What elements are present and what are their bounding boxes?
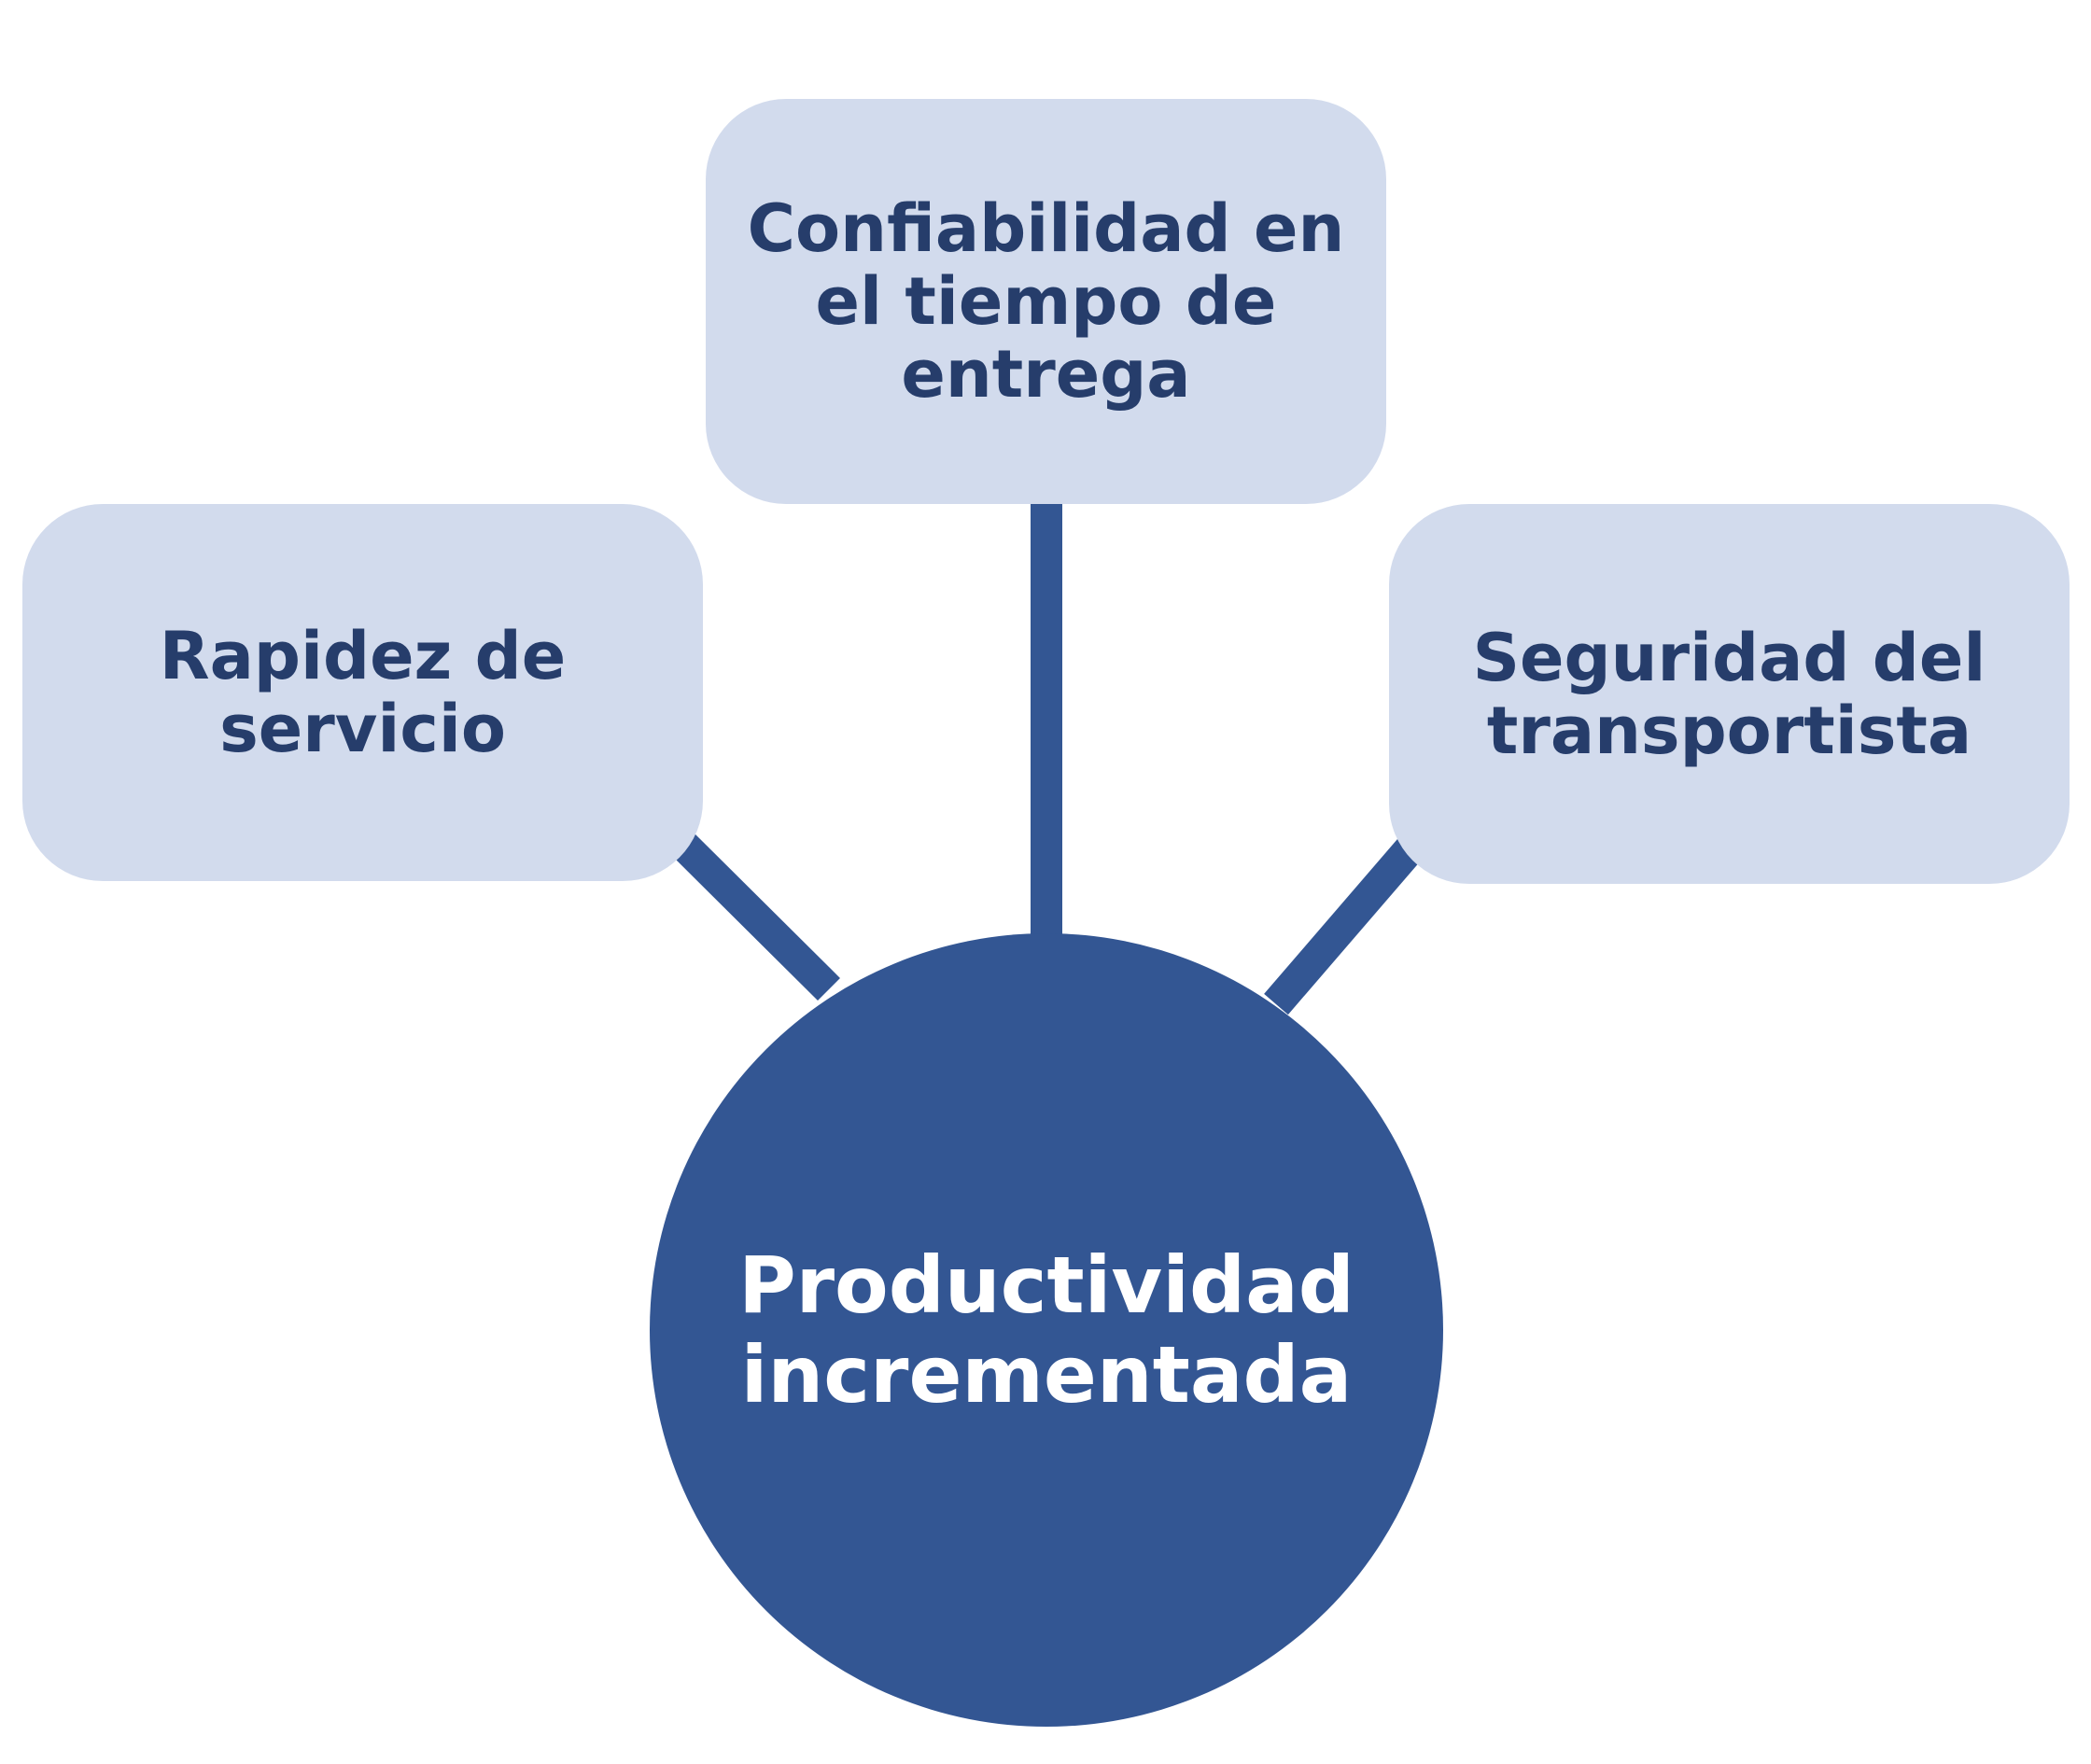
node-seguridad-label: Seguridad del transportista	[1473, 622, 1986, 767]
node-rapidez-label: Rapidez de servicio	[160, 620, 567, 765]
node-confiabilidad-line-1: Confiabilidad en	[747, 190, 1345, 267]
node-rapidez: Rapidez de servicio	[22, 504, 703, 881]
center-node-productividad: Productividad incrementada	[650, 933, 1443, 1727]
node-confiabilidad-line-3: entrega	[901, 336, 1191, 413]
center-node-line-2: incrementada	[740, 1329, 1353, 1421]
node-confiabilidad-line-2: el tiempo de	[815, 263, 1277, 340]
node-confiabilidad-label: Confiabilidad en el tiempo de entrega	[748, 192, 1345, 411]
node-rapidez-line-2: servicio	[219, 691, 506, 767]
node-confiabilidad: Confiabilidad en el tiempo de entrega	[706, 99, 1386, 504]
connector-left	[672, 833, 840, 1001]
node-rapidez-line-1: Rapidez de	[159, 618, 567, 694]
node-seguridad-line-1: Seguridad del	[1472, 619, 1986, 696]
center-node-label: Productividad incrementada	[738, 1240, 1354, 1420]
node-seguridad: Seguridad del transportista	[1389, 504, 2070, 884]
connector-right	[1264, 838, 1422, 1015]
node-seguridad-line-2: transportista	[1486, 692, 1972, 769]
center-node-line-1: Productividad	[738, 1239, 1354, 1331]
